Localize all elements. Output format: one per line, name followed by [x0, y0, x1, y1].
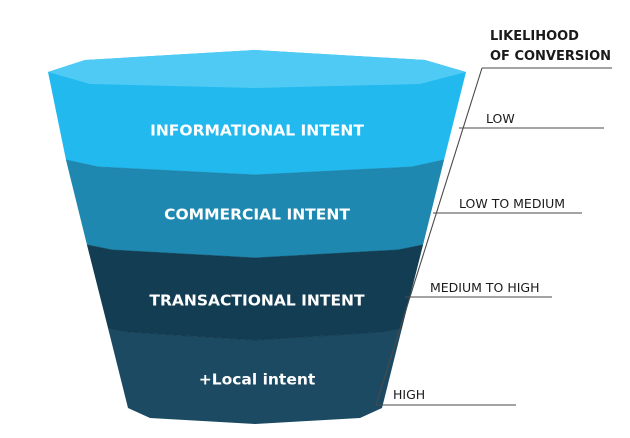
scale-title-line2: OF CONVERSION: [490, 49, 611, 64]
funnel: INFORMATIONAL INTENT COMMERCIAL INTENT T…: [48, 50, 466, 424]
stage-label-local: +Local intent: [199, 371, 316, 389]
funnel-stage-local: [108, 328, 402, 424]
funnel-stage-commercial: [66, 160, 444, 258]
scale-title-line1: LIKELIHOOD: [490, 29, 579, 44]
stage-label-transactional: TRANSACTIONAL INTENT: [149, 292, 365, 310]
stage-divider-2: [86, 244, 424, 259]
level-label-low-to-medium: LOW TO MEDIUM: [459, 196, 565, 211]
stage-label-informational: INFORMATIONAL INTENT: [150, 122, 364, 140]
level-label-medium-to-high: MEDIUM TO HIGH: [430, 280, 540, 295]
conversion-scale: LIKELIHOOD OF CONVERSION LOW LOW TO MEDI…: [375, 29, 612, 406]
level-label-high: HIGH: [393, 387, 425, 402]
stage-divider-1: [65, 159, 445, 176]
funnel-stage-transactional: [87, 245, 423, 340]
scale-diagonal: [375, 67, 483, 406]
level-label-low: LOW: [486, 111, 515, 126]
funnel-top-rim: [48, 50, 466, 88]
stage-label-commercial: COMMERCIAL INTENT: [164, 206, 350, 224]
stage-divider-3: [107, 327, 403, 341]
